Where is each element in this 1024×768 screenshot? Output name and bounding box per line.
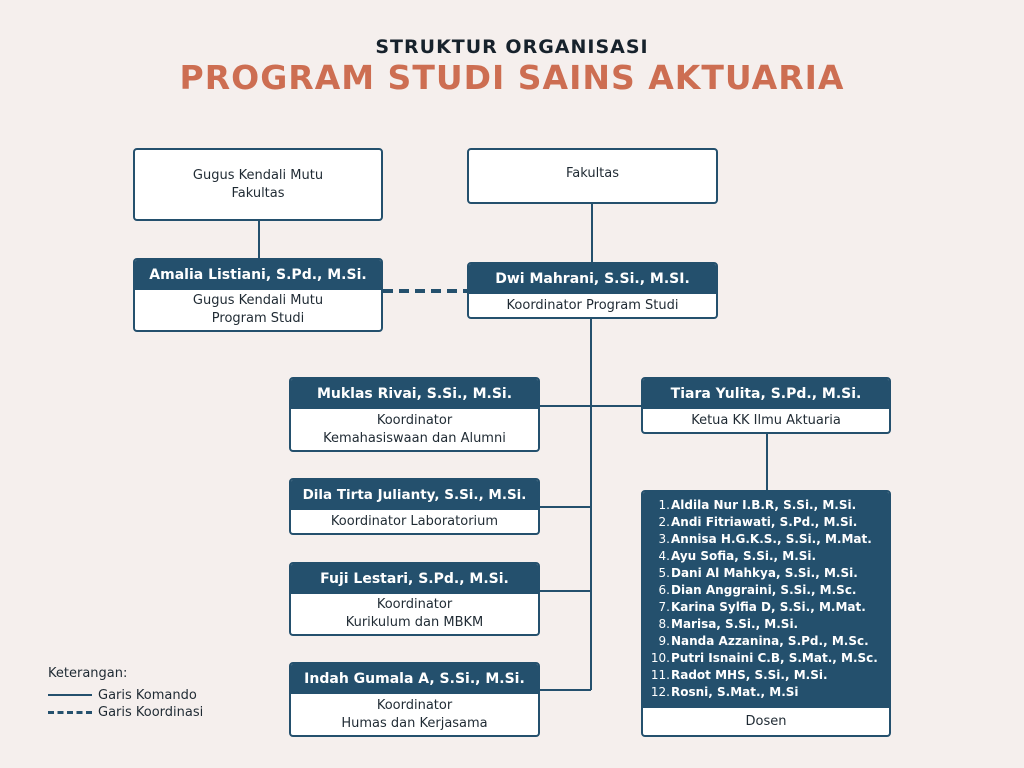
title-line1: STRUKTUR ORGANISASI [375, 36, 649, 58]
page-title: PROGRAM STUDI SAINS AKTUARIA [179, 58, 845, 97]
dosen-item-name: Andi Fitriawati, S.Pd., M.Si. [671, 514, 858, 529]
laboratorium-name: Dila Tirta Julianty, S.Si., M.Si. [291, 480, 538, 510]
laboratorium-role: Koordinator Laboratorium [330, 513, 499, 529]
dosen-item-name: Annisa H.G.K.S., S.Si., M.Mat. [671, 531, 872, 546]
dosen-item: 3.Annisa H.G.K.S., S.Si., M.Mat. [643, 530, 889, 547]
gkm-fakultas-line1: Gugus Kendali Mutu [192, 167, 324, 183]
dosen-item-name: Karina Sylfia D, S.Si., M.Mat. [671, 599, 866, 614]
dosen-item-number: 7. [658, 599, 670, 614]
dosen-item: 2.Andi Fitriawati, S.Pd., M.Si. [643, 513, 889, 530]
dosen-item: 1.Aldila Nur I.B.R, S.Si., M.Si. [643, 496, 889, 513]
dosen-item-name: Radot MHS, S.Si., M.Si. [671, 667, 828, 682]
dosen-item-number: 4. [658, 548, 670, 563]
gkm-prodi-name: Amalia Listiani, S.Pd., M.Si. [135, 260, 381, 290]
dosen-item-number: 9. [658, 633, 670, 648]
dosen-item: 8.Marisa, S.Si., M.Si. [643, 615, 889, 632]
dosen-item-name: Rosni, S.Mat., M.Si [671, 684, 799, 699]
gkm-fakultas-line2: Fakultas [231, 185, 285, 201]
legend-komando-label: Garis Komando [98, 687, 197, 703]
dosen-item-number: 6. [658, 582, 670, 597]
node-gkm-fakultas: Gugus Kendali Mutu Fakultas [133, 148, 383, 221]
dosen-item: 6.Dian Anggraini, S.Si., M.Sc. [643, 581, 889, 598]
dosen-item-number: 5. [658, 565, 670, 580]
koordinator-prodi-name: Dwi Mahrani, S.Si., M.SI. [469, 264, 716, 294]
gkm-prodi-line2: Program Studi [211, 311, 305, 326]
humas-line1: Koordinator [376, 697, 453, 713]
dosen-item-name: Putri Isnaini C.B, S.Mat., M.Sc. [671, 650, 878, 665]
dosen-item: 12.Rosni, S.Mat., M.Si [643, 683, 889, 700]
dosen-item: 9.Nanda Azzanina, S.Pd., M.Sc. [643, 632, 889, 649]
dosen-item-number: 11. [650, 667, 670, 682]
humas-line2: Humas dan Kerjasama [341, 715, 488, 731]
dosen-item-number: 1. [658, 497, 670, 512]
kemahasiswaan-line2: Kemahasiswaan dan Alumni [323, 430, 506, 446]
kurikulum-name: Fuji Lestari, S.Pd., M.Si. [291, 564, 538, 594]
legend-koordinasi-label: Garis Koordinasi [98, 704, 204, 720]
dosen-item-name: Ayu Sofia, S.Si., M.Si. [671, 548, 817, 563]
dosen-label: Dosen [745, 713, 787, 729]
kurikulum-line1: Koordinator [376, 597, 453, 612]
kurikulum-line2: Kurikulum dan MBKM [345, 615, 484, 630]
node-humas: Indah Gumala A, S.Si., M.Si. Koordinator… [289, 662, 540, 737]
gkm-prodi-line1: Gugus Kendali Mutu [192, 293, 324, 308]
dosen-item: 11.Radot MHS, S.Si., M.Si. [643, 666, 889, 683]
dosen-list: 1.Aldila Nur I.B.R, S.Si., M.Si.2.Andi F… [643, 492, 889, 708]
node-kurikulum: Fuji Lestari, S.Pd., M.Si. Koordinator K… [289, 562, 540, 636]
humas-name: Indah Gumala A, S.Si., M.Si. [291, 664, 538, 694]
node-fakultas: Fakultas [467, 148, 718, 204]
node-kemahasiswaan: Muklas Rivai, S.Si., M.Si. Koordinator K… [289, 377, 540, 452]
dosen-item-number: 2. [658, 514, 670, 529]
dosen-item-name: Nanda Azzanina, S.Pd., M.Sc. [671, 633, 869, 648]
dosen-item-name: Dani Al Mahkya, S.Si., M.Si. [671, 565, 858, 580]
node-gkm-prodi: Amalia Listiani, S.Pd., M.Si. Gugus Kend… [133, 258, 383, 332]
dosen-item-number: 12. [650, 684, 670, 699]
dosen-item-number: 3. [658, 531, 670, 546]
legend: Keterangan: Garis Komando Garis Koordina… [48, 666, 248, 720]
node-ketua-kk: Tiara Yulita, S.Pd., M.Si. Ketua KK Ilmu… [641, 377, 891, 434]
dosen-item: 10.Putri Isnaini C.B, S.Mat., M.Sc. [643, 649, 889, 666]
fakultas-label: Fakultas [565, 166, 620, 181]
dosen-item-number: 8. [658, 616, 670, 631]
kemahasiswaan-line1: Koordinator [376, 412, 453, 428]
legend-title: Keterangan: [48, 666, 128, 681]
ketua-kk-name: Tiara Yulita, S.Pd., M.Si. [643, 379, 889, 409]
dosen-item: 7.Karina Sylfia D, S.Si., M.Mat. [643, 598, 889, 615]
dosen-item-name: Aldila Nur I.B.R, S.Si., M.Si. [671, 497, 857, 512]
legend-solid-line [48, 694, 92, 696]
node-koordinator-prodi: Dwi Mahrani, S.Si., M.SI. Koordinator Pr… [467, 262, 718, 319]
node-laboratorium: Dila Tirta Julianty, S.Si., M.Si. Koordi… [289, 478, 540, 535]
dosen-item: 4.Ayu Sofia, S.Si., M.Si. [643, 547, 889, 564]
node-dosen: 1.Aldila Nur I.B.R, S.Si., M.Si.2.Andi F… [641, 490, 891, 737]
legend-dashed-line [48, 710, 92, 714]
dosen-item-name: Dian Anggraini, S.Si., M.Sc. [671, 582, 857, 597]
dosen-item-number: 10. [650, 650, 670, 665]
dosen-item-name: Marisa, S.Si., M.Si. [671, 616, 799, 631]
koordinator-prodi-role: Koordinator Program Studi [506, 297, 679, 313]
dosen-item: 5.Dani Al Mahkya, S.Si., M.Si. [643, 564, 889, 581]
kemahasiswaan-name: Muklas Rivai, S.Si., M.Si. [291, 379, 538, 409]
ketua-kk-role: Ketua KK Ilmu Aktuaria [691, 412, 841, 428]
